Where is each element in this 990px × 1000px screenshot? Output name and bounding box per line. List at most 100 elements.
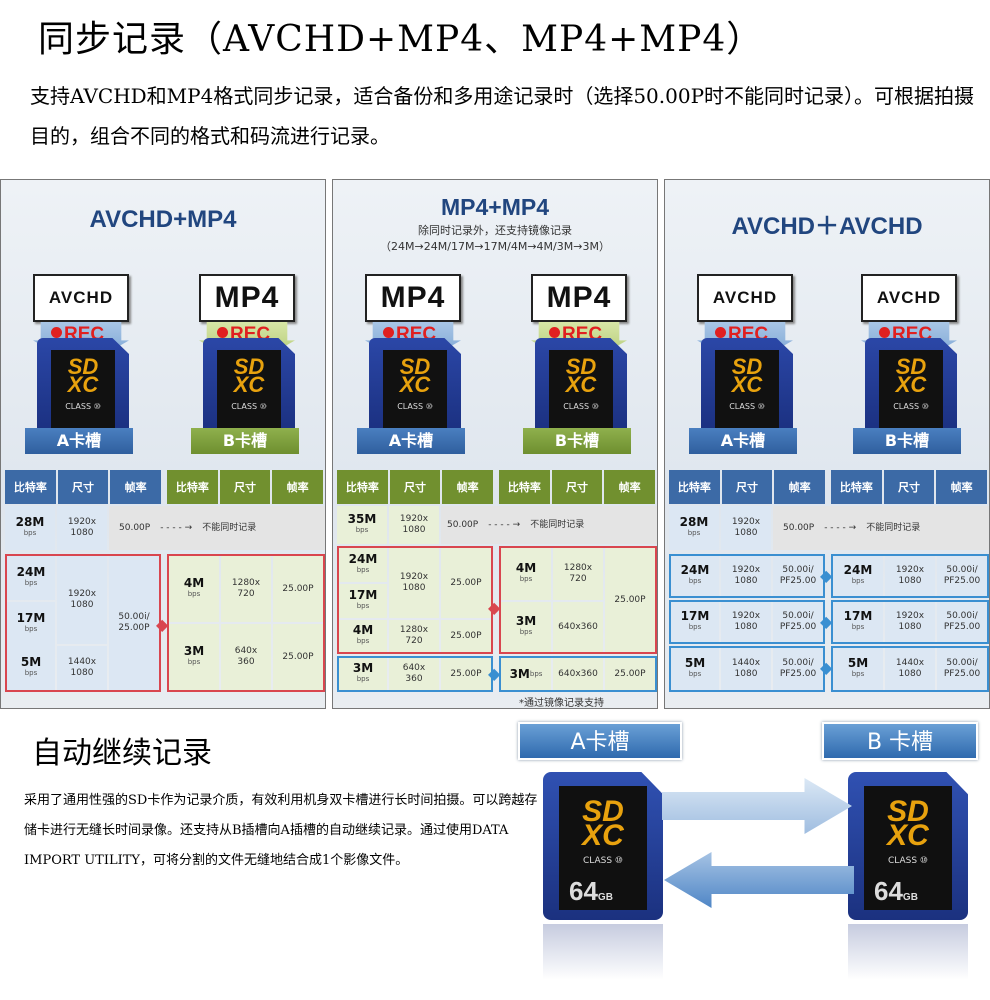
rec-dot-icon: [715, 327, 726, 338]
highlight-box: [831, 646, 989, 692]
table-cell: 1920x 1080: [389, 548, 439, 618]
table-cell: 1920x 1080: [885, 602, 935, 642]
highlight-box: [499, 546, 657, 654]
rec-dot-icon: [217, 327, 228, 338]
table-header: 比特率尺寸帧率: [669, 470, 827, 504]
table-cell: 50.00i/ PF25.00: [773, 648, 823, 690]
table-cell: 50.00i/ PF25.00: [773, 602, 823, 642]
link-arrow-icon: ◆: [820, 612, 833, 631]
table-cell: 25.00P: [605, 658, 655, 690]
table-cell: 640x 360: [389, 658, 439, 690]
highlight-box: [167, 554, 325, 692]
table-cell: 50.00i/ PF25.00: [937, 556, 987, 596]
arrow-left-icon: [664, 852, 854, 908]
slot-b-label: B卡槽: [523, 428, 631, 454]
panel-title: AVCHD+MP4: [89, 206, 237, 233]
table-cell: 1920x 1080: [57, 506, 107, 550]
table-cell: 1920x 1080: [885, 556, 935, 596]
table-cell: 640x 360: [221, 624, 271, 690]
table-cell: 1920x 1080: [389, 506, 439, 544]
no-simultaneous-row: 50.00P- - - - →不能同时记录: [441, 506, 657, 544]
table-cell: 25.00P: [605, 548, 655, 652]
mp4-logo: MP4: [199, 274, 295, 322]
highlight-box: [669, 554, 825, 598]
slot-b-label: B卡槽: [191, 428, 299, 454]
table-cell: 25.00P: [441, 658, 491, 690]
table-cell: 1440x 1080: [57, 646, 107, 690]
panel-subtitle: （24M→24M/17M→17M/4M→4M/3M→3M）: [380, 240, 610, 253]
highlight-box: [5, 554, 161, 692]
table-cell: 1920x 1080: [721, 602, 771, 642]
table-cell: 25.00P: [273, 556, 323, 622]
intro-text: 支持AVCHD和MP4格式同步记录，适合备份和多用途记录时（选择50.00P时不…: [30, 84, 975, 148]
mirror-note: *通过镜像记录支持: [519, 698, 604, 709]
highlight-box: [831, 554, 989, 598]
highlight-box: [337, 546, 493, 654]
rec-dot-icon: [383, 327, 394, 338]
page-title: 同步记录（AVCHD+MP4、MP4+MP4）: [38, 19, 764, 60]
panel-mp4-mp4: MP4+MP4 除同时记录外，还支持镜像记录 （24M→24M/17M→17M/…: [332, 179, 658, 709]
table-cell: 50.00i/ PF25.00: [773, 556, 823, 596]
panel-title: MP4+MP4: [440, 194, 549, 220]
table-cell: 1920x 1080: [57, 556, 107, 644]
table-header: 比特率尺寸帧率: [167, 470, 325, 504]
panel-subtitle: 除同时记录外，还支持镜像记录: [418, 224, 572, 237]
arrow-right-icon: [662, 778, 852, 834]
highlight-box: [669, 600, 825, 644]
section-title: 自动继续记录: [32, 736, 212, 771]
panel-title: AVCHD＋AVCHD: [731, 213, 923, 240]
table-cell: 1920x 1080: [721, 556, 771, 596]
mirror-box: [337, 656, 493, 692]
section-text: 采用了通用性强的SD卡作为记录介质，有效利用机身双卡槽进行长时间拍摄。可以跨越存…: [24, 793, 538, 868]
highlight-box: [669, 646, 825, 692]
link-arrow-icon: ◆: [820, 658, 833, 677]
no-simultaneous-row: 50.00P- - - - →不能同时记录: [773, 506, 989, 550]
card-reflection: [543, 924, 663, 980]
slot-b-label: B 卡槽: [822, 722, 978, 760]
table-cell: 50.00i/ 25.00P: [109, 556, 159, 690]
slot-a-label: A卡槽: [25, 428, 133, 454]
slot-a-label: A卡槽: [357, 428, 465, 454]
slot-a-label: A卡槽: [518, 722, 682, 760]
avchd-logo: AVCHD: [33, 274, 129, 322]
table-cell: 1440x 1080: [885, 648, 935, 690]
mp4-logo: MP4: [531, 274, 627, 322]
table-cell: 640x360: [553, 658, 603, 690]
avchd-logo: AVCHD: [861, 274, 957, 322]
table-cell: 1440x 1080: [721, 648, 771, 690]
table-cell: 1280x 720: [389, 620, 439, 652]
table-header: 比特率尺寸帧率: [5, 470, 163, 504]
table-cell: 1280x 720: [553, 548, 603, 600]
table-header: 比特率尺寸帧率: [831, 470, 989, 504]
no-simultaneous-row: 50.00P- - - - →不能同时记录: [109, 506, 325, 550]
table-cell: 640x360: [553, 602, 603, 652]
mirror-box: [499, 656, 657, 692]
